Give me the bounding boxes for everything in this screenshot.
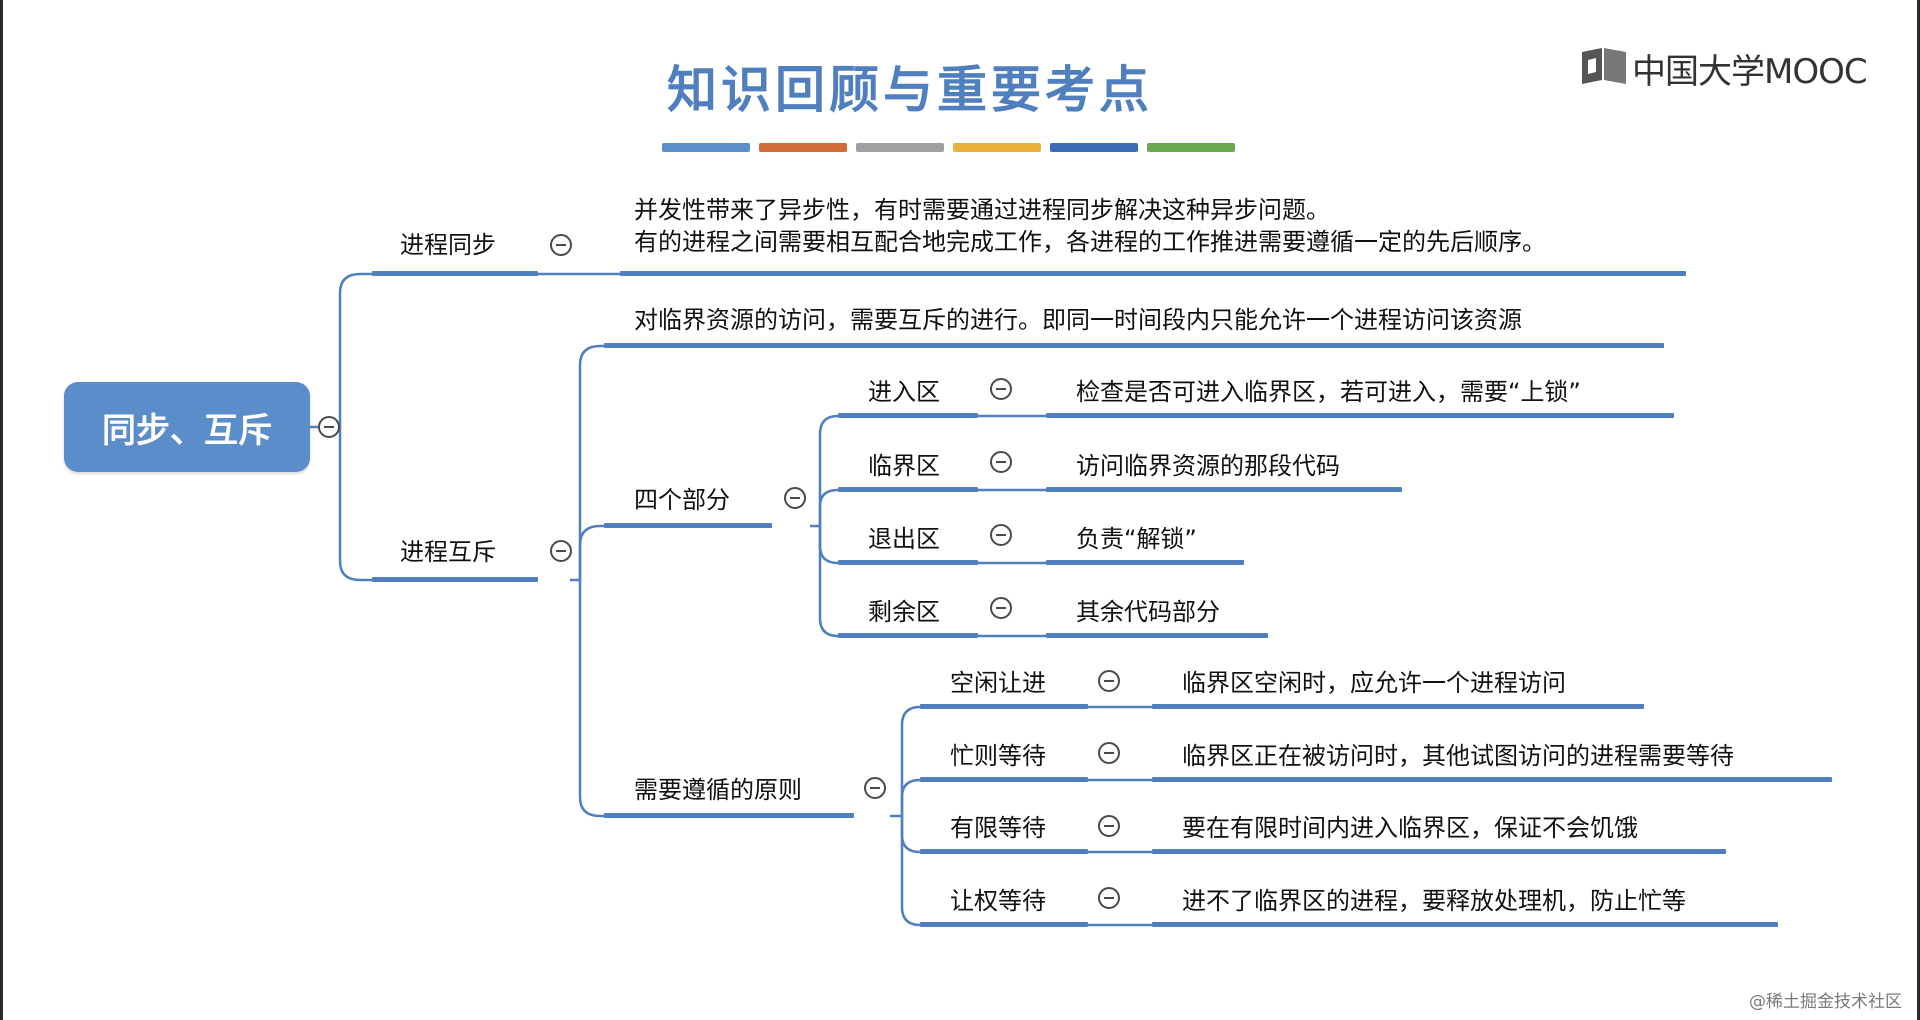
title-stripe-1 [662, 143, 750, 152]
sync-description-underline [620, 271, 1686, 276]
principles-item-desc-underline [1152, 777, 1832, 782]
principles-item-label[interactable]: 空闲让进 [950, 669, 1046, 697]
connector-principles-to-idle [900, 705, 921, 816]
principles-item-label[interactable]: 有限等待 [950, 814, 1046, 842]
root-node-label: 同步、互斥 [102, 410, 272, 451]
fourparts-item-underline [838, 633, 978, 638]
mutex-node-underline [372, 577, 538, 582]
title-stripe-2 [759, 143, 847, 152]
connector-mutex-to-principles [578, 580, 604, 818]
fourparts-item-collapse-icon[interactable] [990, 524, 1012, 546]
principles-item-underline [920, 704, 1088, 709]
fourparts-item-label[interactable]: 剩余区 [868, 598, 940, 626]
title-stripe-4 [953, 143, 1041, 152]
connector-mutex-to-fourparts [578, 524, 604, 580]
fourparts-item-collapse-icon[interactable] [990, 597, 1012, 619]
fourparts-item-label[interactable]: 进入区 [868, 378, 940, 406]
principles-item-desc: 要在有限时间内进入临界区，保证不会饥饿 [1182, 814, 1638, 842]
connector-mutex-to-desc [578, 344, 604, 580]
fourparts-item-desc: 访问临界资源的那段代码 [1076, 452, 1340, 480]
fourparts-item-underline [838, 413, 978, 418]
fourparts-item-desc-underline [1046, 487, 1402, 492]
root-collapse-icon[interactable] [318, 416, 340, 438]
title-stripe-3 [856, 143, 944, 152]
slide-title: 知识回顾与重要考点 [667, 61, 1153, 119]
connector-root-to-mutex [338, 427, 372, 582]
connector-root-to-sync [338, 272, 372, 427]
window-edge-right [1917, 0, 1920, 1020]
fourparts-item-underline [838, 560, 978, 565]
fourparts-item-desc-underline [1046, 633, 1268, 638]
fourparts-item-underline [838, 487, 978, 492]
mooc-logo: 中国大学MOOC [1580, 42, 1868, 92]
connector-fourparts-to-critical [818, 488, 839, 526]
principles-item-underline [920, 849, 1088, 854]
connector-principles-to-bounded [900, 816, 921, 854]
principles-item-underline [920, 922, 1088, 927]
mutex-node-label[interactable]: 进程互斥 [400, 538, 496, 566]
mooc-logo-text: 中国大学MOOC [1632, 52, 1868, 92]
title-stripe-5 [1050, 143, 1138, 152]
watermark: @稀土掘金技术社区 [1749, 992, 1902, 1012]
window-edge-left [0, 0, 3, 1020]
fourparts-item-desc-underline [1046, 413, 1674, 418]
principles-item-desc: 临界区正在被访问时，其他试图访问的进程需要等待 [1182, 742, 1734, 770]
principles-item-label[interactable]: 忙则等待 [950, 742, 1046, 770]
principles-collapse-icon[interactable] [864, 777, 886, 799]
fourparts-item-desc-underline [1046, 560, 1244, 565]
principles-item-desc-underline [1152, 849, 1726, 854]
principles-item-collapse-icon[interactable] [1098, 887, 1120, 909]
mooc-logo-icon [1582, 48, 1626, 84]
connector-fourparts-to-remainder [818, 526, 839, 638]
fourparts-item-desc: 其余代码部分 [1076, 598, 1220, 626]
fourparts-node-underline [604, 523, 772, 528]
principles-item-collapse-icon[interactable] [1098, 815, 1120, 837]
connector-principles-to-yield [900, 816, 921, 927]
principles-item-underline [920, 777, 1088, 782]
connector-fourparts-to-entry [818, 414, 839, 526]
principles-item-desc-underline [1152, 704, 1644, 709]
principles-item-desc-underline [1152, 922, 1778, 927]
fourparts-item-collapse-icon[interactable] [990, 451, 1012, 473]
fourparts-item-collapse-icon[interactable] [990, 378, 1012, 400]
fourparts-item-label[interactable]: 临界区 [868, 452, 940, 480]
mutex-description-underline [604, 343, 1664, 348]
fourparts-item-label[interactable]: 退出区 [868, 525, 940, 553]
fourparts-item-desc: 负责“解锁” [1076, 525, 1197, 553]
title-stripe-6 [1147, 143, 1235, 152]
principles-item-label[interactable]: 让权等待 [950, 887, 1046, 915]
principles-item-collapse-icon[interactable] [1098, 670, 1120, 692]
principles-node-label[interactable]: 需要遵循的原则 [634, 776, 802, 804]
fourparts-item-desc: 检查是否可进入临界区，若可进入，需要“上锁” [1076, 378, 1581, 406]
sync-node-label[interactable]: 进程同步 [400, 231, 496, 259]
fourparts-collapse-icon[interactable] [784, 487, 806, 509]
principles-item-desc: 进不了临界区的进程，要释放处理机，防止忙等 [1182, 887, 1686, 915]
root-node[interactable]: 同步、互斥 [64, 382, 310, 472]
mutex-collapse-icon[interactable] [550, 540, 572, 562]
sync-node-underline [372, 271, 538, 276]
sync-collapse-icon[interactable] [550, 234, 572, 256]
mutex-description: 对临界资源的访问，需要互斥的进行。即同一时间段内只能允许一个进程访问该资源 [634, 306, 1522, 334]
connector-fourparts-to-exit [818, 526, 839, 565]
principles-item-collapse-icon[interactable] [1098, 742, 1120, 764]
sync-description: 并发性带来了异步性，有时需要通过进程同步解决这种异步问题。 有的进程之间需要相互… [634, 196, 1546, 256]
fourparts-node-label[interactable]: 四个部分 [634, 486, 730, 514]
principles-node-underline [604, 813, 854, 818]
connector-principles-to-busy [900, 778, 921, 816]
principles-item-desc: 临界区空闲时，应允许一个进程访问 [1182, 669, 1566, 697]
